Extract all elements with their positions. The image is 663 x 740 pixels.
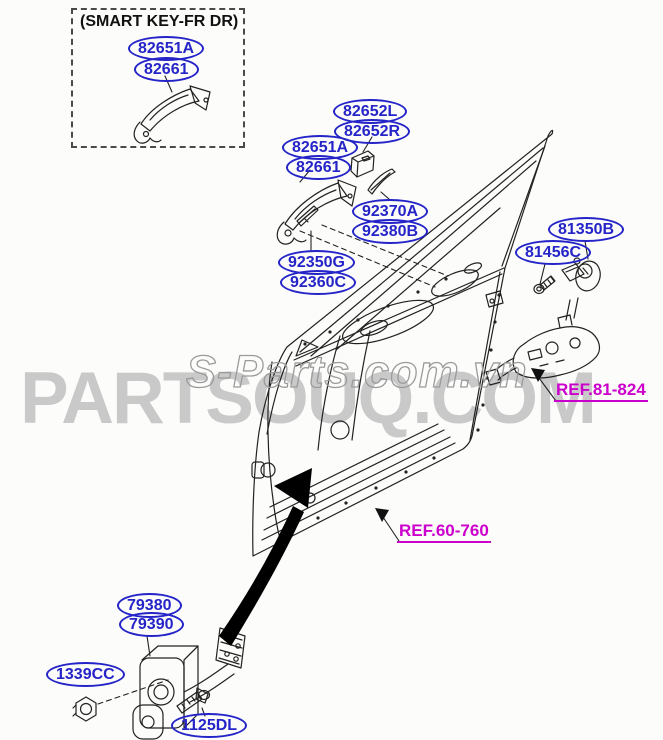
part-label-81350B[interactable]: 81350B: [548, 217, 625, 242]
part-label-92380B[interactable]: 92380B: [352, 219, 429, 244]
handle-bracket-drawing: [350, 150, 375, 178]
smart-key-inset-box: [71, 8, 245, 148]
part-label-82652R[interactable]: 82652R: [334, 119, 411, 144]
watermark-primary: PARTSOUQ.COM: [20, 358, 597, 439]
part-label-1125DL[interactable]: 1125DL: [171, 713, 248, 738]
part-label-92360C[interactable]: 92360C: [280, 270, 357, 295]
leader-arrowheads: [375, 368, 545, 522]
bolt-drawing: [176, 687, 211, 714]
part-label-79390[interactable]: 79390: [119, 612, 184, 637]
nut-drawing: [72, 696, 97, 722]
part-label-82661-inset[interactable]: 82661: [134, 57, 199, 82]
part-label-1339CC[interactable]: 1339CC: [46, 662, 125, 687]
motion-arrow: [219, 468, 312, 646]
watermark-secondary: S-Parts.com.vn: [186, 346, 528, 397]
smart-key-inset-title: (SMART KEY-FR DR): [80, 13, 239, 30]
handle-cover-drawing: [367, 168, 396, 195]
weld-dots: [290, 277, 501, 534]
door-latch-drawing: [485, 297, 601, 386]
lock-screw-drawing: [533, 275, 556, 295]
leader-lines: [97, 75, 589, 717]
handle-pad-drawing: [296, 205, 319, 227]
part-label-82661[interactable]: 82661: [286, 155, 351, 180]
part-label-81456C[interactable]: 81456C: [515, 240, 592, 265]
inset-handle-drawing: [133, 85, 211, 144]
ref-label-60-760[interactable]: REF.60-760: [397, 522, 491, 543]
ref-label-81-824[interactable]: REF.81-824: [554, 381, 648, 402]
